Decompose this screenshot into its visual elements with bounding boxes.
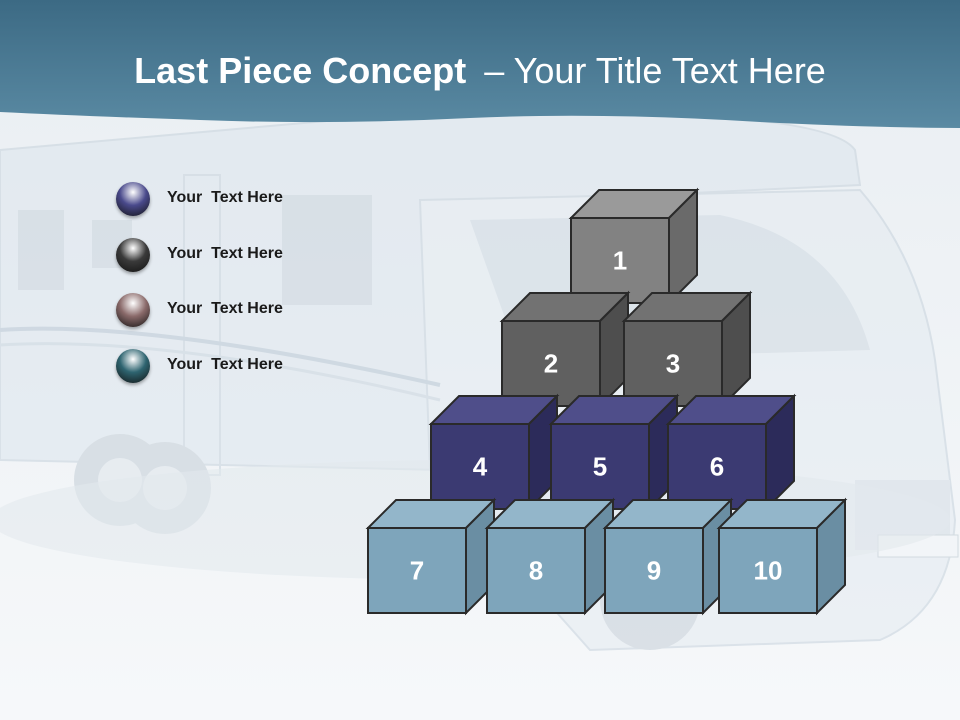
- block-front-face: [486, 527, 586, 614]
- block-front-face: [623, 320, 723, 407]
- block-label: 3: [666, 349, 680, 379]
- block-label: 6: [710, 452, 724, 482]
- block-label: 5: [593, 452, 607, 482]
- block-8: 8: [484, 497, 616, 616]
- block-9: 9: [602, 497, 734, 616]
- block-label: 2: [544, 349, 558, 379]
- block-front-face: [550, 423, 650, 510]
- block-7: 7: [365, 497, 497, 616]
- bullet-label: Your Text Here: [167, 189, 283, 206]
- block-label: 10: [754, 556, 783, 586]
- bullet-item: Your Text Here: [116, 349, 376, 383]
- block-label: 8: [529, 556, 543, 586]
- block-5: 5: [548, 393, 680, 512]
- block-front-face: [570, 217, 670, 304]
- block-10: 10: [716, 497, 848, 616]
- bullet-label: Your Text Here: [167, 300, 283, 317]
- bullet-item: Your Text Here: [116, 293, 376, 327]
- bullet-item: Your Text Here: [116, 238, 376, 272]
- rose-sphere-icon: [116, 293, 150, 327]
- header-band: [0, 0, 960, 128]
- block-label: 9: [647, 556, 661, 586]
- block-6: 6: [665, 393, 797, 512]
- bullet-label: Your Text Here: [167, 356, 283, 373]
- teal-sphere-icon: [116, 349, 150, 383]
- bullet-item: Your Text Here: [116, 182, 376, 216]
- block-1: 1: [568, 187, 700, 306]
- block-front-face: [367, 527, 467, 614]
- block-front-face: [718, 527, 818, 614]
- block-4: 4: [428, 393, 560, 512]
- slide-title: Last Piece Concept – Your Title Text Here: [0, 50, 960, 92]
- block-2: 2: [499, 290, 631, 409]
- block-label: 4: [473, 452, 488, 482]
- title-rest: – Your Title Text Here: [484, 50, 826, 91]
- purple-sphere-icon: [116, 182, 150, 216]
- block-front-face: [430, 423, 530, 510]
- bullet-label: Your Text Here: [167, 245, 283, 262]
- dark-gray-sphere-icon: [116, 238, 150, 272]
- block-3: 3: [621, 290, 753, 409]
- block-front-face: [667, 423, 767, 510]
- block-label: 1: [613, 246, 627, 276]
- block-front-face: [604, 527, 704, 614]
- title-bold: Last Piece Concept: [134, 50, 467, 91]
- block-front-face: [501, 320, 601, 407]
- block-label: 7: [410, 556, 424, 586]
